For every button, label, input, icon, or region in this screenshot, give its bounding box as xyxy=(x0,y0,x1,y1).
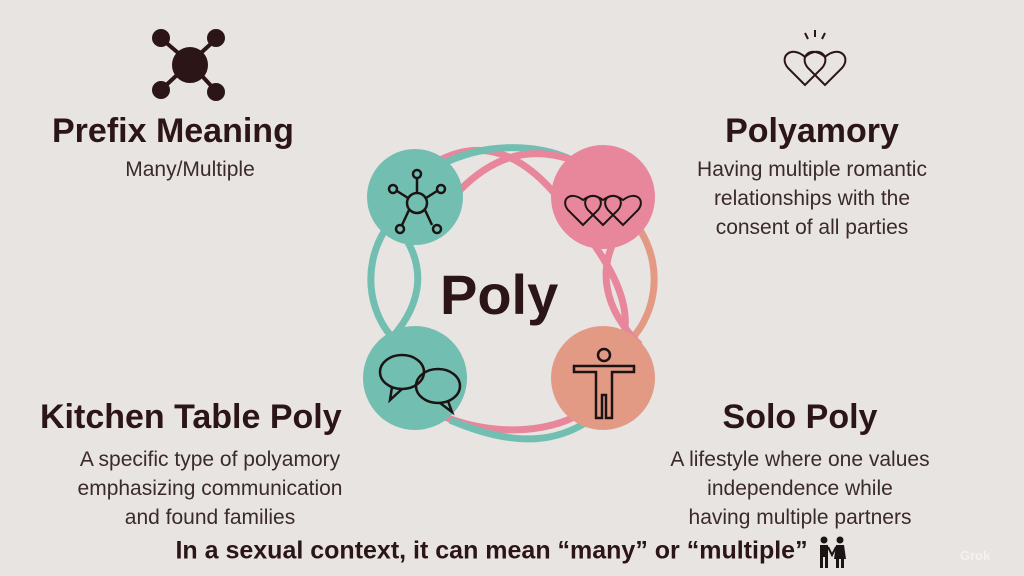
polyamory-hearts-icon xyxy=(783,30,847,87)
person-arms-out-icon xyxy=(572,347,636,420)
kitchen-table-title: Kitchen Table Poly xyxy=(40,398,342,436)
prefix-description: Many/Multiple xyxy=(125,158,255,181)
solo-description: A lifestyle where one values independenc… xyxy=(640,445,960,532)
solo-title: Solo Poly xyxy=(722,398,878,436)
desc-line: consent of all parties xyxy=(715,216,909,239)
footer: In a sexual context, it can mean “many” … xyxy=(0,535,1024,569)
polyamory-description: Having multiple romantic relationships w… xyxy=(662,155,962,242)
desc-line: A specific type of polyamory xyxy=(79,448,341,471)
footer-text: In a sexual context, it can mean “many” … xyxy=(175,536,808,565)
solo-circle xyxy=(551,326,655,430)
desc-line: having multiple partners xyxy=(688,506,912,529)
desc-line: emphasizing communication xyxy=(77,477,343,500)
desc-line: independence while xyxy=(707,477,893,500)
prefix-title: Prefix Meaning xyxy=(52,112,294,150)
speech-bubbles-icon xyxy=(378,353,462,416)
desc-line: A lifestyle where one values xyxy=(670,448,930,471)
prefix-circle xyxy=(367,149,463,245)
desc-line: Having multiple romantic xyxy=(697,158,927,181)
desc-line: relationships with the xyxy=(713,187,911,210)
prefix-molecule-icon xyxy=(152,29,225,101)
interlocked-hearts-icon xyxy=(564,194,642,227)
molecule-network-icon xyxy=(387,168,447,235)
kitchen-table-description: A specific type of polyamory emphasizing… xyxy=(40,445,380,532)
polyamory-title: Polyamory xyxy=(725,112,899,150)
polyamory-circle xyxy=(551,145,655,249)
desc-line: and found families xyxy=(124,506,296,529)
watermark: Grok xyxy=(960,548,991,563)
couple-holding-hands-icon xyxy=(819,536,846,568)
kitchen-table-circle xyxy=(363,326,467,430)
center-label: Poly xyxy=(440,263,559,326)
